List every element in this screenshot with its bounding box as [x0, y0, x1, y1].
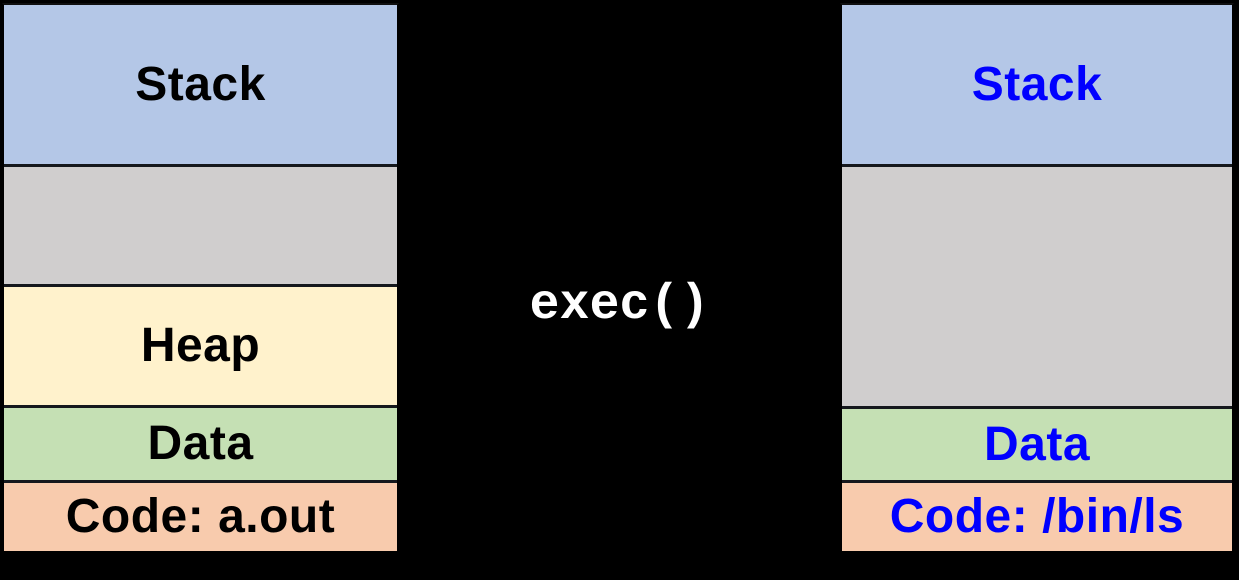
segment-data-after: Data [842, 406, 1232, 480]
segment-stack-after-label: Stack [971, 57, 1103, 111]
segment-data-before: Data [4, 405, 397, 480]
segment-unused-after [842, 164, 1232, 406]
segment-data-after-label: Data [983, 417, 1091, 471]
exec-call-label: exec() [529, 276, 710, 334]
segment-code-before-label: Code: a.out [65, 490, 336, 543]
segment-code-after-label: Code: /bin/ls [889, 490, 1185, 543]
segment-data-before-label: Data [147, 417, 254, 470]
segment-code-before: Code: a.out [4, 480, 397, 551]
segment-stack-after: Stack [842, 5, 1232, 164]
segment-heap-before-label: Heap [140, 319, 261, 372]
address-space-after: Stack Data Code: /bin/ls [840, 3, 1234, 554]
segment-code-after: Code: /bin/ls [842, 480, 1232, 551]
address-space-before: Stack Heap Data Code: a.out [2, 3, 399, 554]
segment-stack-before-label: Stack [135, 57, 266, 111]
segment-unused-before [4, 164, 397, 284]
segment-heap-before: Heap [4, 284, 397, 405]
segment-stack-before: Stack [4, 5, 397, 164]
